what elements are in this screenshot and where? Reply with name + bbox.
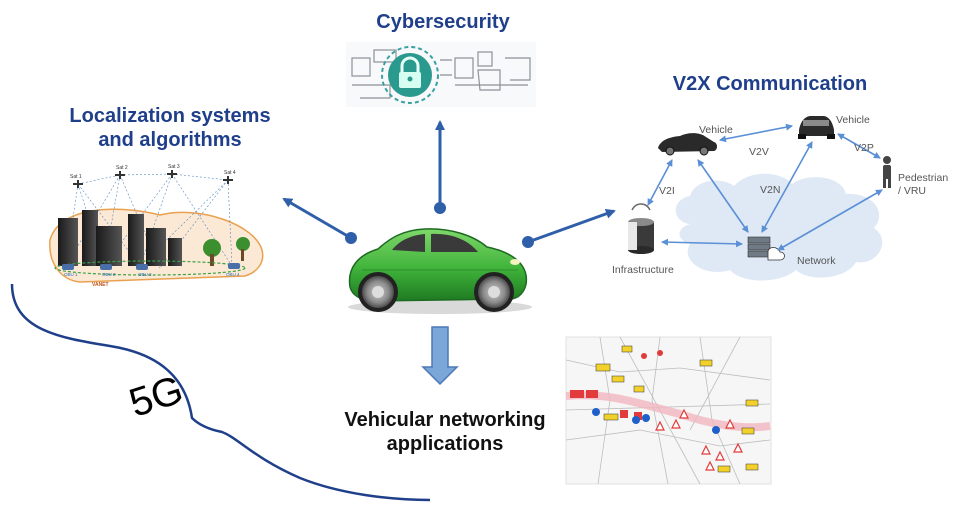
server-icon bbox=[747, 236, 785, 261]
pedestrian-icon bbox=[883, 156, 891, 188]
satellite-label: Sat 3 bbox=[168, 164, 180, 170]
label-pedestrian-line1: Pedestrian bbox=[898, 172, 949, 184]
tree-icon bbox=[203, 239, 221, 257]
arrow-to-applications bbox=[421, 326, 459, 386]
heading-v2x: V2X Communication bbox=[672, 73, 868, 95]
satellite-icon bbox=[167, 170, 177, 178]
arrow-origin-dot bbox=[522, 236, 534, 248]
v2p-link bbox=[837, 133, 881, 159]
label-network: Network bbox=[797, 255, 836, 267]
heading-applications: Vehicular networking applications bbox=[320, 408, 570, 456]
heading-localization-line2: and algorithms bbox=[98, 129, 242, 151]
label-v2n: V2N bbox=[760, 184, 781, 196]
localization-illustration: Sat 1 Sat 2 Sat 3 Sat 4 OBU 1 OBU 2 OBU … bbox=[49, 164, 264, 288]
label-v2v: V2V bbox=[749, 146, 769, 158]
cybersecurity-illustration bbox=[346, 42, 536, 107]
v2i-link bbox=[647, 159, 673, 206]
map-illustration bbox=[565, 336, 772, 485]
central-arrows bbox=[282, 120, 616, 386]
ped-network-link bbox=[777, 189, 883, 251]
arrow-to-v2x bbox=[527, 209, 616, 244]
v2v-link bbox=[719, 123, 793, 143]
heading-applications-line2: applications bbox=[386, 433, 504, 455]
heading-applications-line1: Vehicular networking bbox=[344, 409, 546, 431]
v2n-link bbox=[697, 159, 749, 233]
green-car-illustration bbox=[348, 228, 532, 314]
obu-label: OBU 1 bbox=[64, 272, 78, 277]
obu-label: OBU 2 bbox=[102, 272, 116, 277]
vanet-label: VANET bbox=[92, 282, 109, 288]
label-infrastructure: Infrastructure bbox=[612, 264, 674, 276]
label-v2p: V2P bbox=[854, 142, 874, 154]
satellite-icon bbox=[73, 180, 83, 188]
heading-cybersecurity: Cybersecurity bbox=[376, 11, 510, 33]
5g-brace bbox=[10, 283, 431, 502]
arrow-origin-dot bbox=[345, 232, 357, 244]
label-vehicle-right: Vehicle bbox=[836, 114, 870, 126]
obu-label: OBU 3 bbox=[138, 272, 152, 277]
infra-network-link bbox=[661, 238, 743, 248]
heading-localization: Localization systems and algorithms bbox=[40, 104, 300, 152]
v2n-link bbox=[761, 141, 813, 233]
lock-icon bbox=[400, 56, 420, 72]
label-v2i: V2I bbox=[659, 185, 675, 197]
obu-label: OBU 4 bbox=[226, 272, 240, 277]
infrastructure-icon bbox=[628, 203, 654, 254]
arrow-origin-dot bbox=[434, 202, 446, 214]
satellite-label: Sat 2 bbox=[116, 165, 128, 171]
label-pedestrian-line2: / VRU bbox=[898, 185, 927, 197]
v2x-illustration bbox=[628, 116, 891, 281]
satellite-label: Sat 4 bbox=[224, 170, 236, 176]
satellite-icon bbox=[115, 171, 125, 179]
satellite-label: Sat 1 bbox=[70, 174, 82, 180]
label-vehicle-left: Vehicle bbox=[699, 124, 733, 136]
arrow-to-localization bbox=[282, 197, 352, 240]
heading-localization-line1: Localization systems bbox=[69, 105, 271, 127]
satellite-icon bbox=[223, 176, 233, 184]
label-pedestrian: Pedestrian / VRU bbox=[898, 172, 948, 198]
